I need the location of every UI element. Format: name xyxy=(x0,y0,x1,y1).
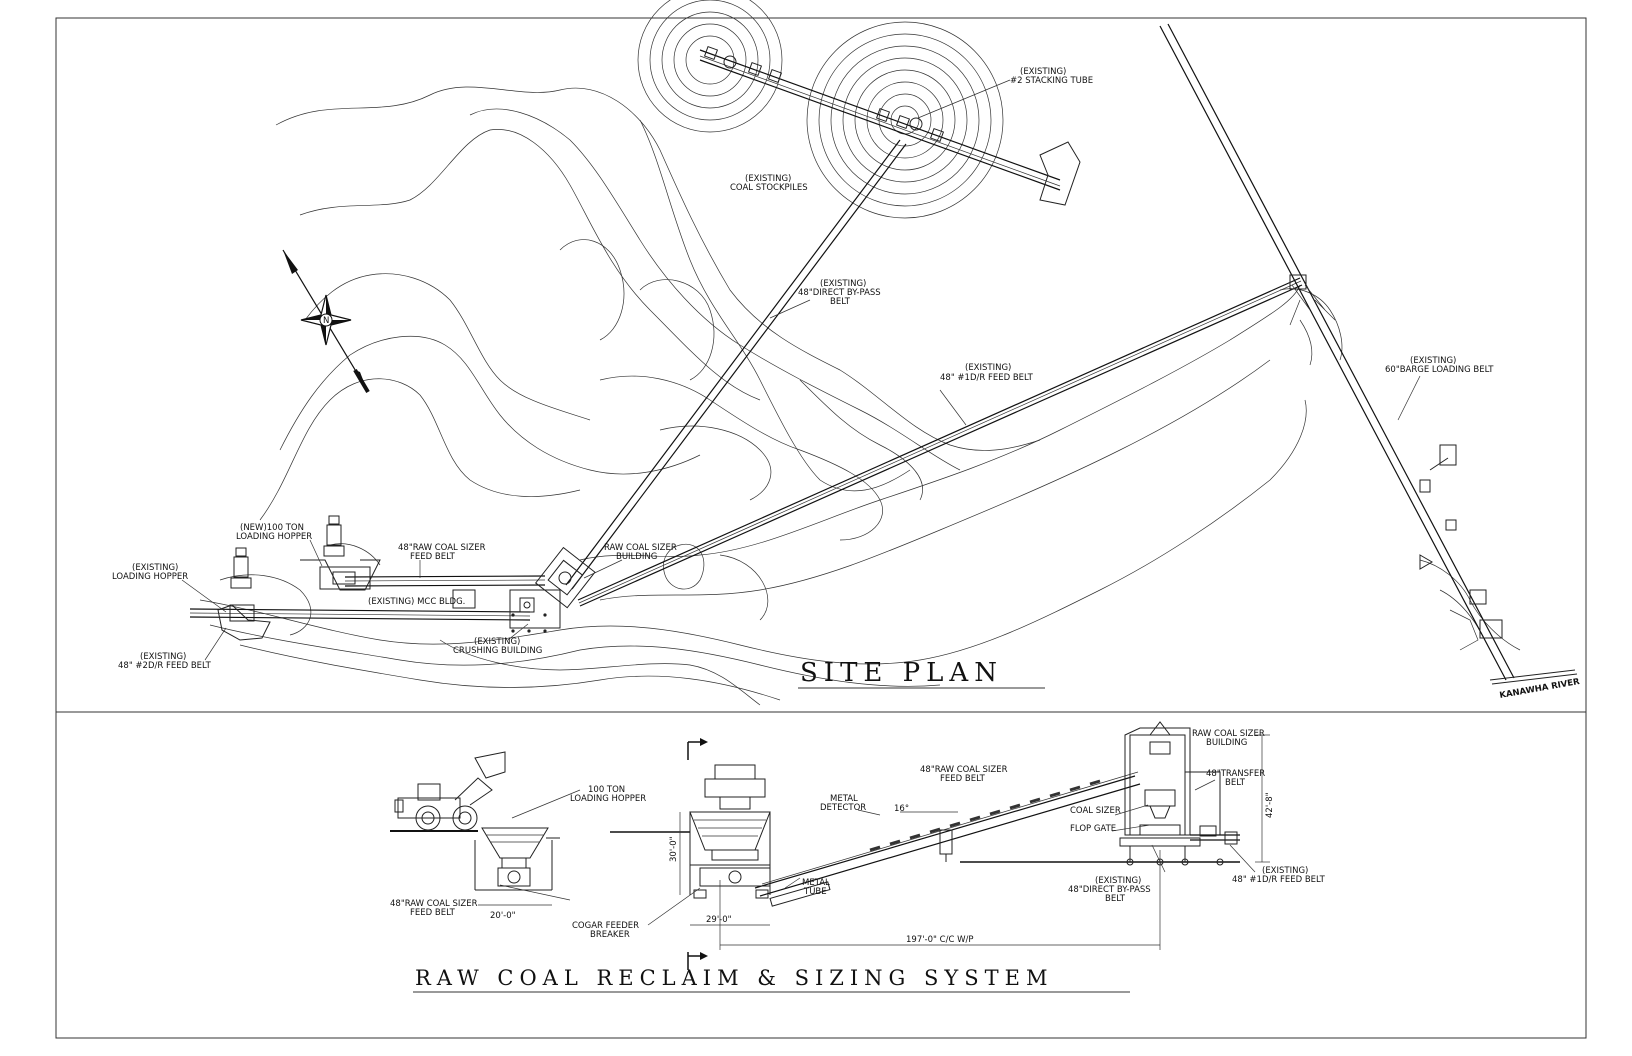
elevation-labels: 100 TON LOADING HOPPER 48"RAW COAL SIZER… xyxy=(390,729,1326,945)
label-bypass-belt-elev: BELT xyxy=(1105,894,1126,904)
crushing-building xyxy=(509,589,561,629)
label-feed1d-elev: 48" #1D/R FEED BELT xyxy=(1232,875,1326,885)
label-coal-sizer: COAL SIZER xyxy=(1070,806,1121,816)
north-arrow-icon: N xyxy=(282,249,370,394)
label-metal-tube: METAL xyxy=(802,878,830,888)
label-feed1d-existing-elev: (EXISTING) xyxy=(1262,866,1308,876)
label-metal-detector-2: DETECTOR xyxy=(820,803,866,813)
label-feed2d-existing: (EXISTING) xyxy=(140,652,186,662)
section-cut-marks xyxy=(687,738,708,970)
label-sizer-bldg-2: BUILDING xyxy=(1206,738,1247,748)
label-bypass-existing-elev: (EXISTING) xyxy=(1095,876,1141,886)
label-cogar-feeder: COGAR FEEDER xyxy=(572,921,639,931)
label-raw-sizer-feed: 48"RAW COAL SIZER xyxy=(390,899,478,909)
label-stacking-tube: #2 STACKING TUBE xyxy=(1010,76,1093,86)
label-transfer-belt-2: BELT xyxy=(1225,778,1246,788)
dim-197ft: 197'-0" C/C W/P xyxy=(906,935,973,945)
site-plan-labels: (EXISTING) #2 STACKING TUBE (EXISTING) C… xyxy=(112,67,1581,701)
label-sizer-building: RAW COAL SIZER xyxy=(604,543,677,553)
label-barge-existing: (EXISTING) xyxy=(1410,356,1456,366)
label-bypass: 48"DIRECT BY-PASS xyxy=(798,288,881,298)
label-river: KANAWHA RIVER xyxy=(1499,677,1581,701)
ground-lines xyxy=(390,830,1240,901)
label-stacking-tube-existing: (EXISTING) xyxy=(1020,67,1066,77)
label-belt-2: FEED BELT xyxy=(940,774,986,784)
raw-coal-sizer-building xyxy=(534,546,596,609)
sheet-border xyxy=(55,17,1587,1039)
label-sizer-bldg: RAW COAL SIZER xyxy=(1192,729,1265,739)
barge-loading-belt xyxy=(1159,23,1578,685)
label-angle: 16° xyxy=(894,804,909,814)
loading-hopper xyxy=(474,827,560,891)
label-bypass-elev: 48"DIRECT BY-PASS xyxy=(1068,885,1151,895)
leader-lines xyxy=(181,79,1421,661)
label-feed2d: 48" #2D/R FEED BELT xyxy=(118,661,212,671)
label-belt: 48"RAW COAL SIZER xyxy=(920,765,1008,775)
existing-loading-hopper xyxy=(217,604,271,641)
north-label: N xyxy=(323,316,329,326)
elevation-leaders xyxy=(511,779,1256,926)
stacking-tube-conveyor xyxy=(699,45,1081,206)
dimension-lines xyxy=(478,734,1270,950)
loader-left xyxy=(230,547,252,589)
new-loading-hopper xyxy=(300,559,381,591)
label-bypass-belt: BELT xyxy=(830,297,851,307)
label-transfer-belt: 48"TRANSFER xyxy=(1206,769,1265,779)
label-metal-tube-2: TUBE xyxy=(803,887,827,897)
label-existing-hopper: (EXISTING) xyxy=(132,563,178,573)
site-plan: N (EXISTING) #2 STACKING TUBE (EXISTING)… xyxy=(112,0,1581,706)
label-sizer-building-2: BUILDING xyxy=(616,552,657,562)
sizer-feed-belt xyxy=(344,575,546,587)
label-new-hopper-2: LOADING HOPPER xyxy=(236,532,312,542)
direct-bypass-belt xyxy=(565,139,907,590)
label-crushing-existing: (EXISTING) xyxy=(474,637,520,647)
label-sizer-feed-2: FEED BELT xyxy=(410,552,456,562)
dim-20ft: 20'-0" xyxy=(490,911,516,921)
label-flop-gate: FLOP GATE xyxy=(1070,824,1116,834)
label-mcc-building: (EXISTING) MCC BLDG. xyxy=(368,597,465,607)
sizer-building-elevation xyxy=(1119,721,1240,866)
label-breaker: BREAKER xyxy=(590,930,630,940)
label-metal-detector: METAL xyxy=(830,794,858,804)
label-stockpiles-existing: (EXISTING) xyxy=(745,174,791,184)
dim-42ft: 42'-8" xyxy=(1265,792,1275,818)
label-barge: 60"BARGE LOADING BELT xyxy=(1385,365,1494,375)
mcc-building xyxy=(452,589,476,609)
elevation-title: RAW COAL RECLAIM & SIZING SYSTEM xyxy=(415,966,1054,990)
label-new-hopper: (NEW)100 TON xyxy=(240,523,304,533)
loader-right xyxy=(323,515,345,557)
coal-stockpile-right xyxy=(806,21,1004,219)
elevation-view: 100 TON LOADING HOPPER 48"RAW COAL SIZER… xyxy=(390,721,1326,993)
dim-30ft: 30'-0" xyxy=(669,836,679,862)
label-loading-hopper: LOADING HOPPER xyxy=(570,794,646,804)
label-stockpiles: COAL STOCKPILES xyxy=(730,183,808,193)
label-feed1d: 48" #1D/R FEED BELT xyxy=(940,373,1034,383)
feed-belt-1d xyxy=(577,277,1303,607)
inclined-sizer-feed-belt xyxy=(754,771,1141,907)
label-bypass-existing: (EXISTING) xyxy=(820,279,866,289)
label-sizer-feed: 48"RAW COAL SIZER xyxy=(398,543,486,553)
label-crushing-building: CRUSHING BUILDING xyxy=(453,646,542,656)
wheel-loader-icon xyxy=(394,751,506,831)
site-plan-title: SITE PLAN xyxy=(800,658,1003,688)
coal-stockpile-left xyxy=(637,0,783,133)
contour-lines xyxy=(199,86,1521,706)
survey-points xyxy=(511,613,547,633)
label-existing-hopper-2: LOADING HOPPER xyxy=(112,572,188,582)
label-raw-sizer-feed-2: FEED BELT xyxy=(410,908,456,918)
feed-belt-2d xyxy=(189,608,531,621)
label-hopper-100: 100 TON xyxy=(588,785,625,795)
label-feed1d-existing: (EXISTING) xyxy=(965,363,1011,373)
dim-29ft: 29'-0" xyxy=(706,915,732,925)
cogar-feeder-structure xyxy=(689,764,771,899)
